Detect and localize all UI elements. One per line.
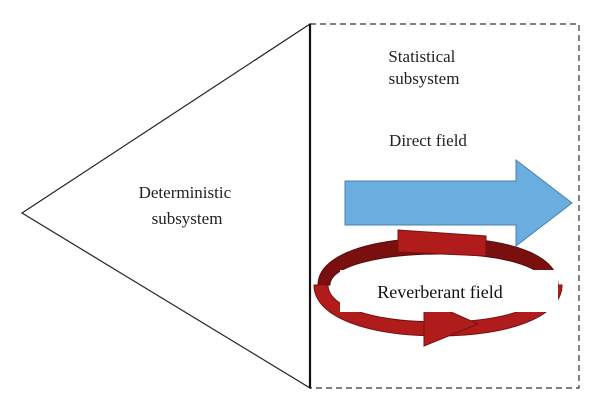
deterministic-subsystem-triangle (20, 22, 311, 390)
deterministic-label: Deterministic subsystem (139, 183, 236, 228)
deterministic-label-line1: Deterministic (139, 183, 232, 202)
direct-field-label: Direct field (389, 131, 467, 150)
statistical-label-line1: Statistical (388, 47, 455, 66)
statistical-label-line2: subsystem (389, 69, 460, 88)
reverberant-ring-front (313, 284, 563, 337)
reverberant-label-bar (340, 270, 558, 312)
statistical-label: Statistical subsystem (388, 47, 459, 88)
deterministic-label-line2: subsystem (152, 209, 223, 228)
direct-field-arrow (344, 158, 573, 248)
reverberant-ring-tail (397, 229, 487, 257)
reverberant-field-label: Reverberant field (377, 282, 502, 302)
